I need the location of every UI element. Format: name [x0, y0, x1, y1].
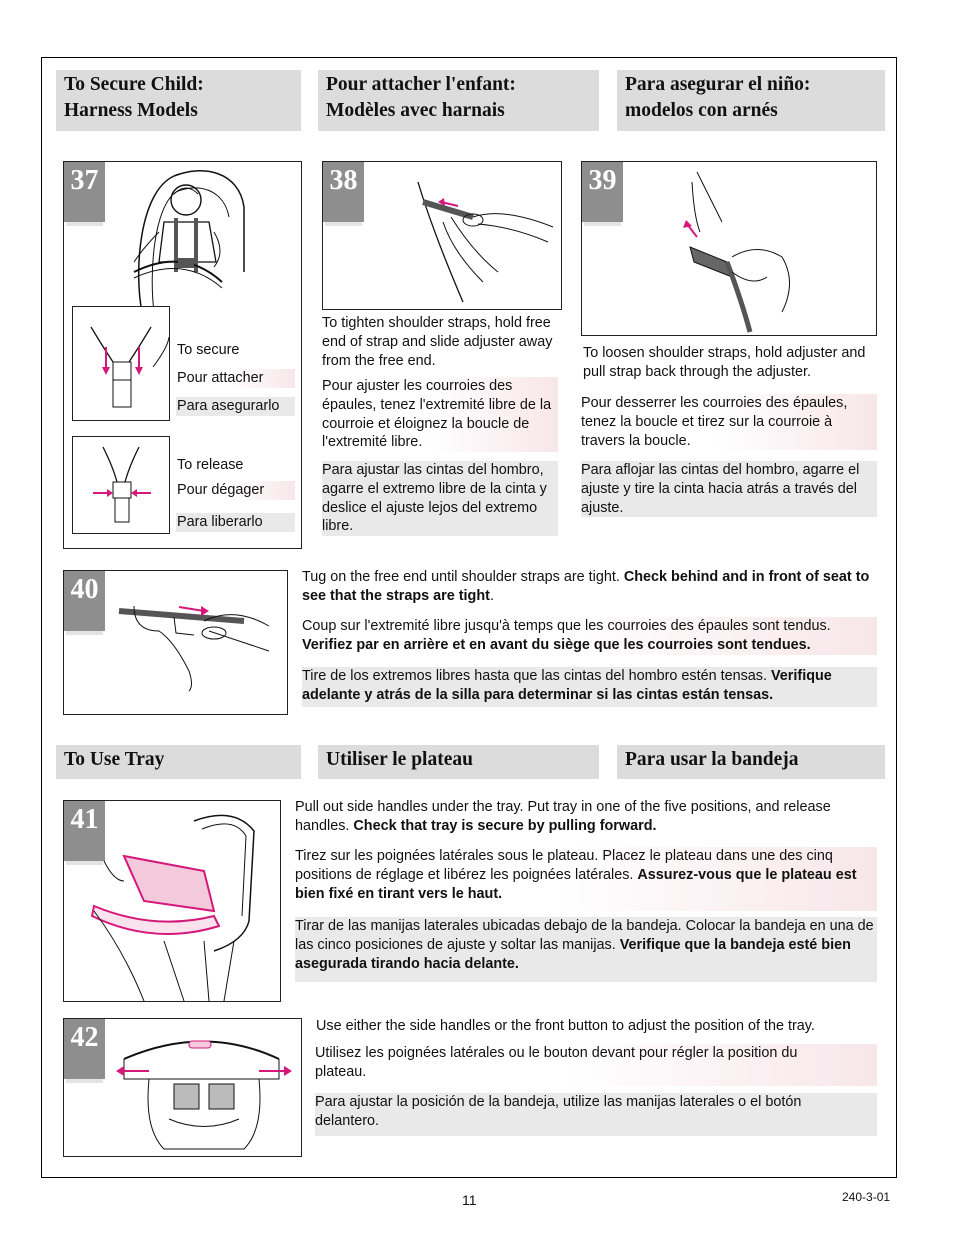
step-40-en-end: . — [489, 587, 494, 604]
step-40-fr-text: Coup sur l'extremité libre jusqu'à temps… — [302, 618, 831, 634]
document-code: 240-3-01 — [842, 1190, 891, 1204]
step-42-fr: Utilisez les poignées latérales ou le bo… — [315, 1044, 877, 1086]
step-41-en: Pull out side handles under the tray. Pu… — [295, 798, 875, 836]
step-40-en-bold: Check behind and in front of seat to see… — [302, 569, 870, 604]
car-seat-illustration — [133, 170, 245, 312]
step-39-es: Para aflojar las cintas del hombro, agar… — [581, 461, 877, 518]
release-buckle-illustration — [72, 436, 170, 534]
step-38-fr: Pour ajuster les courroies des épaules, … — [322, 377, 558, 453]
page-number: 11 — [462, 1192, 477, 1208]
step-38-badge: 38 — [323, 162, 364, 222]
step-41-fr-text: Tirez sur les poignées latérales sous le… — [295, 848, 833, 883]
page-frame — [41, 57, 897, 1178]
step-40-fr-bold: Verifiez par en arrière et en avant du s… — [302, 636, 811, 653]
step-40-panel: 40 — [63, 570, 288, 715]
step-40-en-text: Tug on the free end until shoulder strap… — [302, 569, 624, 585]
step-39-panel: 39 — [581, 161, 877, 336]
header-tray-fr: Utiliser le plateau — [318, 745, 599, 779]
step-38-panel: 38 — [322, 161, 562, 310]
step-38-en: To tighten shoulder straps, hold free en… — [322, 315, 553, 369]
header-secure-es: Para asegurar el niño: modelos con arnés — [617, 70, 885, 131]
step-40-es: Tire de los extremos libres hasta que la… — [302, 667, 877, 707]
secure-buckle-illustration — [72, 306, 170, 421]
step-40-badge: 40 — [64, 571, 105, 631]
step-37-release-fr: Pour dégager — [176, 481, 295, 500]
step-41-es-bold: Verifique que la bandeja esté bien asegu… — [295, 936, 851, 972]
step-42-badge: 42 — [64, 1019, 105, 1079]
step-41-badge: 41 — [64, 801, 105, 861]
tray-illustration — [116, 1040, 292, 1150]
step-37-secure-es: Para asegurarlo — [176, 397, 295, 416]
step-40-es-text: Tire de los extremos libres hasta que la… — [302, 668, 771, 684]
step-39-badge: 39 — [582, 162, 623, 222]
step-41-es: Tirar de las manijas laterales ubicadas … — [295, 917, 877, 982]
step-41-en-text: Pull out side handles under the tray. Pu… — [295, 799, 831, 834]
step-37-secure-fr: Pour attacher — [176, 369, 295, 388]
step-41-fr-bold: Assurez-vous que le plateau est bien fix… — [295, 866, 857, 902]
step-41-panel: 41 — [63, 800, 281, 1002]
step-38-es: Para ajustar las cintas del hombro, agar… — [322, 461, 558, 537]
step-42-en: Use either the side handles or the front… — [316, 1018, 815, 1034]
hand-illustration — [683, 171, 790, 333]
step-42-panel: 42 — [63, 1018, 302, 1157]
step-42-es: Para ajustar la posición de la bandeja, … — [315, 1093, 877, 1136]
hand-illustration — [118, 605, 270, 692]
tray-illustration — [90, 814, 255, 1001]
header-tray-en: To Use Tray — [56, 745, 301, 779]
step-40-fr: Coup sur l'extremité libre jusqu'à temps… — [302, 617, 877, 655]
step-41-es-text: Tirar de las manijas laterales ubicadas … — [295, 918, 874, 953]
hand-illustration — [417, 181, 554, 303]
step-37-release-en: To release — [177, 457, 244, 473]
step-37-badge: 37 — [64, 162, 105, 222]
step-37-release-es: Para liberarlo — [176, 513, 295, 532]
step-39-en: To loosen shoulder straps, hold adjuster… — [583, 345, 866, 380]
step-40-en: Tug on the free end until shoulder strap… — [302, 568, 877, 606]
step-41-fr: Tirez sur les poignées latérales sous le… — [295, 847, 877, 911]
step-40-es-bold: Verifique adelante y atrás de la silla p… — [302, 668, 832, 703]
header-secure-fr: Pour attacher l'enfant: Modèles avec har… — [318, 70, 599, 131]
step-41-en-bold: Check that tray is secure by pulling for… — [353, 817, 657, 834]
header-tray-es: Para usar la bandeja — [617, 745, 885, 779]
step-39-fr: Pour desserrer les courroies des épaules… — [581, 394, 877, 451]
step-37-secure-en: To secure — [177, 342, 240, 358]
header-secure-en: To Secure Child: Harness Models — [56, 70, 301, 131]
